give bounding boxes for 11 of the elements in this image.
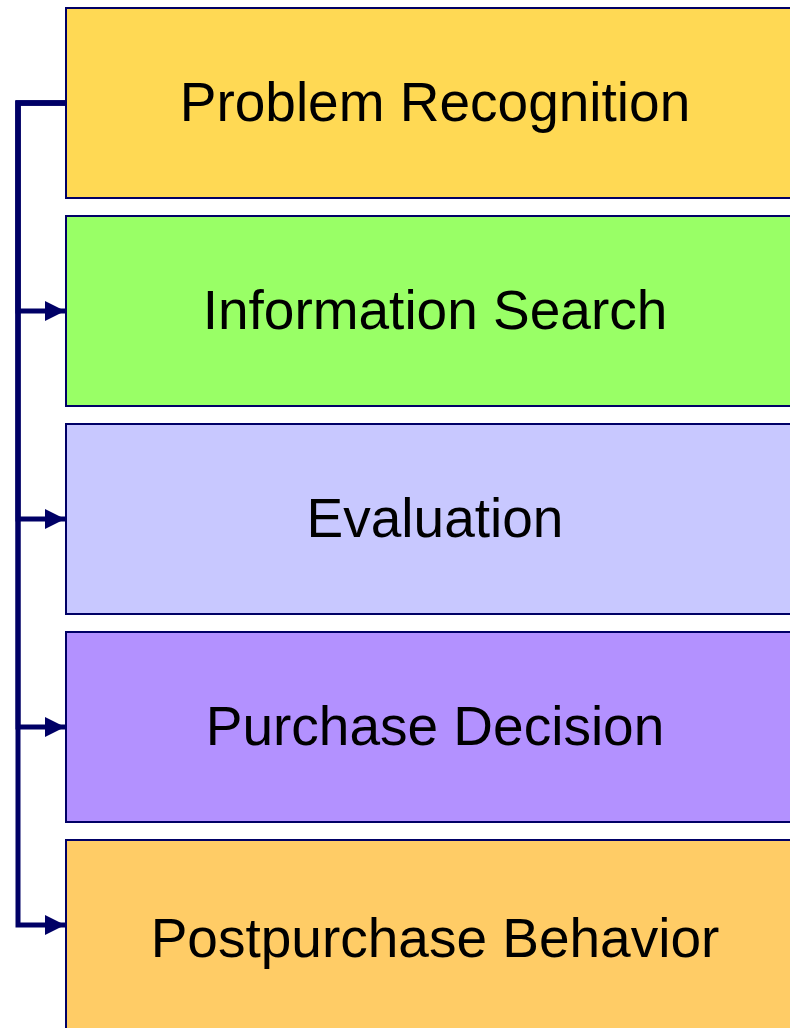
stage-box [65,7,790,199]
stage-label: Postpurchase Behavior [150,908,720,970]
stage-box [65,423,790,615]
stage-box [65,215,790,407]
connector-arrow [15,100,65,935]
stage-label: Evaluation [306,488,564,550]
stage-box [65,631,790,823]
stage-label: Information Search [202,280,668,342]
stage-label: Purchase Decision [205,696,665,758]
stage-label: Problem Recognition [179,72,691,134]
stage-box [65,839,790,1028]
